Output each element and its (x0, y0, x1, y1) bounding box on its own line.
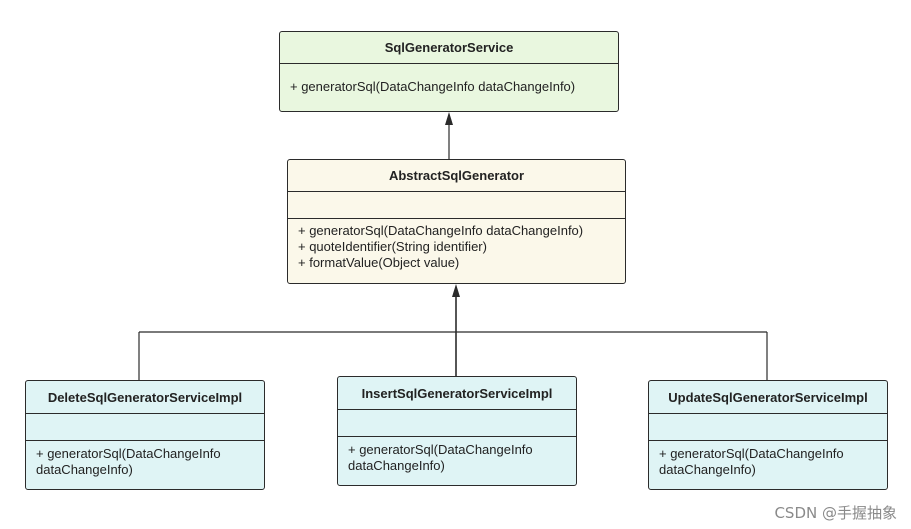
method: + formatValue(Object value) (298, 255, 460, 270)
class-insert-sql-generator-service-impl[interactable]: InsertSqlGeneratorServiceImpl + generato… (337, 376, 577, 486)
attributes-compartment (288, 192, 625, 219)
attributes-compartment (649, 414, 887, 441)
method: + generatorSql(DataChangeInfo (659, 446, 844, 461)
method: + generatorSql(DataChangeInfo dataChange… (298, 223, 584, 238)
method: + generatorSql(DataChangeInfo (36, 446, 221, 461)
arrowhead-service (445, 112, 453, 125)
arrowhead-abstract (452, 284, 460, 297)
method-continuation: dataChangeInfo) (348, 458, 445, 473)
method: + quoteIdentifier(String identifier) (298, 239, 487, 254)
method: + generatorSql(DataChangeInfo (348, 442, 533, 457)
methods-compartment: + generatorSql(DataChangeInfo dataChange… (26, 441, 264, 483)
methods-compartment: + generatorSql(DataChangeInfo dataChange… (288, 219, 625, 275)
class-name: InsertSqlGeneratorServiceImpl (338, 377, 576, 410)
methods-compartment: + generatorSql(DataChangeInfo dataChange… (338, 437, 576, 479)
attributes-compartment (338, 410, 576, 437)
attributes-compartment (26, 414, 264, 441)
method: + generatorSql(DataChangeInfo dataChange… (290, 79, 576, 94)
class-update-sql-generator-service-impl[interactable]: UpdateSqlGeneratorServiceImpl + generato… (648, 380, 888, 490)
method-continuation: dataChangeInfo) (36, 462, 133, 477)
class-name: SqlGeneratorService (280, 32, 618, 64)
class-name: UpdateSqlGeneratorServiceImpl (649, 381, 887, 414)
class-name: AbstractSqlGenerator (288, 160, 625, 192)
methods-compartment: + generatorSql(DataChangeInfo dataChange… (280, 64, 618, 99)
class-name: DeleteSqlGeneratorServiceImpl (26, 381, 264, 414)
method-continuation: dataChangeInfo) (659, 462, 756, 477)
class-sql-generator-service[interactable]: SqlGeneratorService + generatorSql(DataC… (279, 31, 619, 112)
class-abstract-sql-generator[interactable]: AbstractSqlGenerator + generatorSql(Data… (287, 159, 626, 284)
watermark: CSDN @手握抽象 (774, 504, 897, 522)
methods-compartment: + generatorSql(DataChangeInfo dataChange… (649, 441, 887, 483)
class-delete-sql-generator-service-impl[interactable]: DeleteSqlGeneratorServiceImpl + generato… (25, 380, 265, 490)
